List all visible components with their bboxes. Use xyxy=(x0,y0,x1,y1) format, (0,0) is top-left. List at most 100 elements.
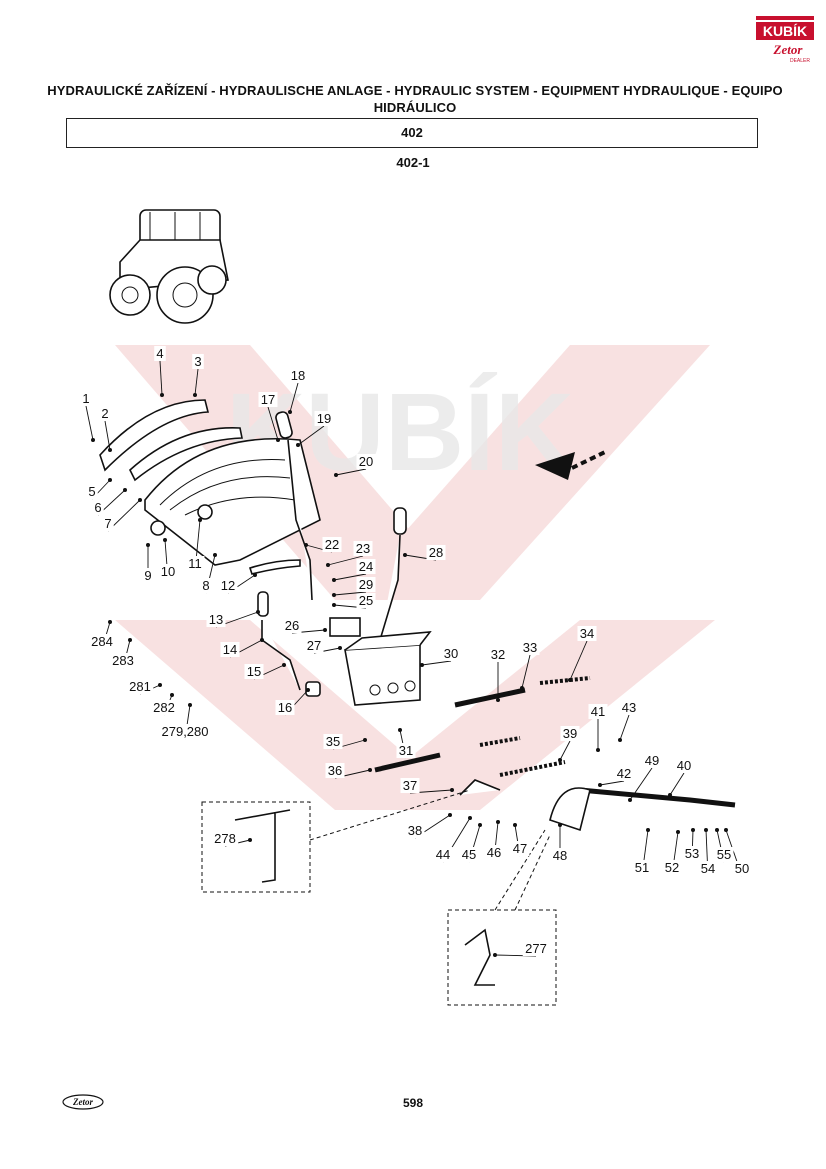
callout-anchor xyxy=(260,638,264,642)
callout-label: 25 xyxy=(359,593,373,608)
callout-anchor xyxy=(558,758,562,762)
callout-anchor xyxy=(668,793,672,797)
callout-label: 48 xyxy=(553,848,567,863)
page-number: 598 xyxy=(402,1096,424,1110)
callout-label: 43 xyxy=(622,700,636,715)
page-title: HYDRAULICKÉ ZAŘÍZENÍ - HYDRAULISCHE ANLA… xyxy=(47,83,783,115)
callout-leader xyxy=(333,591,367,596)
callout-anchor xyxy=(146,543,150,547)
callout-label: 10 xyxy=(161,564,175,579)
callout-label: 47 xyxy=(513,841,527,856)
callout-label: 36 xyxy=(328,763,342,778)
callout-label: 55 xyxy=(717,847,731,862)
inset-box-278 xyxy=(201,801,311,893)
callout-leader xyxy=(159,360,163,396)
callout-anchor xyxy=(296,443,300,447)
lever-quadrant-cover xyxy=(99,399,321,575)
callout-leader xyxy=(104,420,111,451)
callout-anchor xyxy=(596,748,600,752)
callout-anchor xyxy=(163,538,167,542)
callout-anchor xyxy=(332,593,336,597)
callout-anchor xyxy=(123,488,127,492)
callout-label: 52 xyxy=(665,860,679,875)
callout-label: 14 xyxy=(223,642,237,657)
callout-anchor xyxy=(306,688,310,692)
callout-label: 34 xyxy=(580,626,594,641)
callout-label: 7 xyxy=(104,516,111,531)
callout-label: 284 xyxy=(91,634,113,649)
callout-anchor xyxy=(338,646,342,650)
callout-label: 281 xyxy=(129,679,151,694)
callout-label: 38 xyxy=(408,823,422,838)
callout-leader xyxy=(559,740,571,761)
callout-anchor xyxy=(646,828,650,832)
callout-label: 42 xyxy=(617,766,631,781)
callout-anchor xyxy=(138,498,142,502)
callout-anchor xyxy=(448,813,452,817)
svg-text:Zetor: Zetor xyxy=(72,1097,93,1107)
section-number: 402 xyxy=(66,118,758,148)
callout-leader xyxy=(267,406,279,441)
callout-label: 27 xyxy=(307,638,321,653)
callout-leader xyxy=(421,660,452,666)
callout-label: 19 xyxy=(317,411,331,426)
callout-leader xyxy=(297,425,325,446)
callout-leader xyxy=(521,654,531,689)
callout-label: 12 xyxy=(221,578,235,593)
callout-label: 46 xyxy=(487,845,501,860)
callout-label: 9 xyxy=(144,568,151,583)
callout-anchor xyxy=(513,823,517,827)
callout-anchor xyxy=(704,828,708,832)
callout-anchor xyxy=(282,663,286,667)
callout-anchor xyxy=(496,698,500,702)
callout-anchor xyxy=(253,573,257,577)
callout-anchor xyxy=(724,828,728,832)
callout-anchor xyxy=(332,603,336,607)
callout-label: 3 xyxy=(194,354,201,369)
callout-anchor xyxy=(368,768,372,772)
callout-anchor xyxy=(403,553,407,557)
callout-leader xyxy=(194,368,199,396)
callout-anchor xyxy=(676,830,680,834)
callout-leader xyxy=(327,555,364,566)
callout-anchor xyxy=(108,478,112,482)
callout-label: 277 xyxy=(525,941,547,956)
callout-label: 4 xyxy=(156,346,163,361)
callout-anchor xyxy=(715,828,719,832)
callout-anchor xyxy=(398,728,402,732)
callout-anchor xyxy=(598,783,602,787)
callout-anchor xyxy=(128,638,132,642)
shafts-and-springs xyxy=(374,676,736,832)
callout-label: 53 xyxy=(685,846,699,861)
callout-label: 15 xyxy=(247,664,261,679)
subsection-number: 402-1 xyxy=(396,155,430,170)
callout-anchor xyxy=(170,693,174,697)
callout-anchor xyxy=(256,610,260,614)
callout-anchor xyxy=(478,823,482,827)
callout-anchor xyxy=(628,798,632,802)
callout-anchor xyxy=(363,738,367,742)
callout-label: 28 xyxy=(429,545,443,560)
callout-label: 17 xyxy=(261,392,275,407)
callout-leader xyxy=(569,640,588,681)
callout-anchor xyxy=(520,686,524,690)
footer-zetor-logo: Zetor xyxy=(62,1094,104,1110)
callout-anchor xyxy=(248,838,252,842)
direction-arrow-icon xyxy=(535,450,606,480)
callout-label: 1 xyxy=(82,391,89,406)
callout-anchor xyxy=(450,788,454,792)
callout-anchor xyxy=(468,816,472,820)
tractor-illustration xyxy=(109,209,229,324)
callout-leader xyxy=(335,468,367,476)
callout-label: 8 xyxy=(202,578,209,593)
callout-anchor xyxy=(160,393,164,397)
callout-label: 54 xyxy=(701,861,715,876)
callout-label: 279,280 xyxy=(162,724,209,739)
callout-anchor xyxy=(493,953,497,957)
callout-label: 39 xyxy=(563,726,577,741)
callout-leader xyxy=(289,382,299,413)
logo-brand-text: KUBÍK xyxy=(763,23,807,39)
callout-anchor xyxy=(618,738,622,742)
